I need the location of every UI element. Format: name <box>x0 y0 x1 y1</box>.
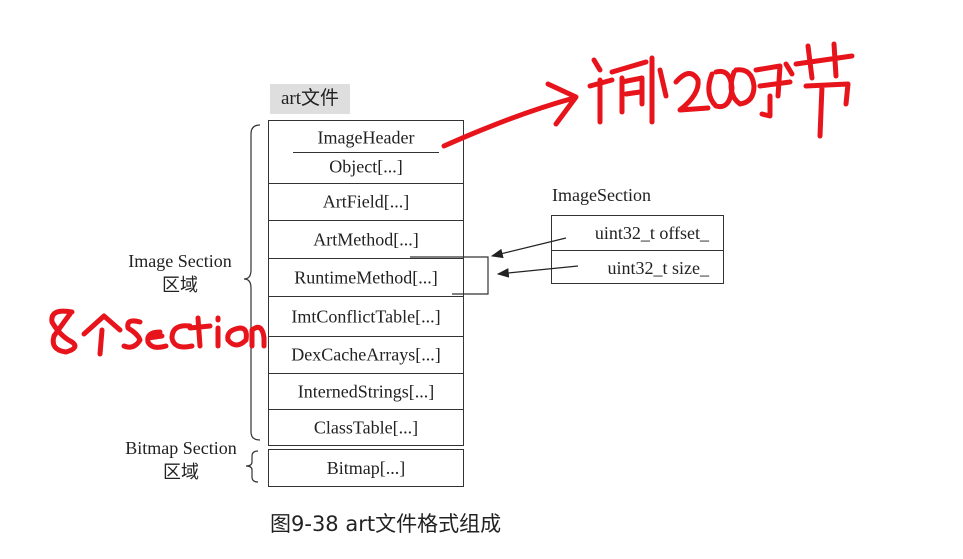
red-annotation-arrow <box>441 81 579 149</box>
row-bitmap: Bitmap[...] <box>268 449 464 487</box>
handwriting-8-sections <box>49 308 267 357</box>
row-dex-cache-arrays: DexCacheArrays[...] <box>269 336 463 373</box>
field-size: uint32_t size_ <box>607 258 710 278</box>
row-runtime-method: RuntimeMethod[...] <box>269 258 463 296</box>
row-image-header: ImageHeader <box>317 127 415 148</box>
art-file-box: ImageHeader Object[...] ArtField[...] Ar… <box>268 120 464 446</box>
runtime-method-bracket <box>410 256 489 295</box>
row-object: Object[...] <box>329 156 403 177</box>
handwriting-first-200-bytes <box>587 41 855 139</box>
image-section-brace <box>243 124 261 441</box>
art-file-label: art文件 <box>270 84 350 114</box>
row-art-field: ArtField[...] <box>269 183 463 220</box>
header-divider <box>293 152 439 153</box>
image-section-label: Image Section 区域 <box>128 251 232 295</box>
image-section-struct-box: uint32_t offset_ uint32_t size_ <box>551 215 724 284</box>
figure-caption: 图9-38 art文件格式组成 <box>270 512 502 536</box>
field-offset: uint32_t offset_ <box>594 223 709 243</box>
bitmap-section-brace <box>245 450 259 483</box>
offset-arrow <box>490 237 567 259</box>
row-art-method: ArtMethod[...] <box>269 220 463 258</box>
row-class-table: ClassTable[...] <box>269 409 463 446</box>
image-section-struct-title: ImageSection <box>552 185 651 205</box>
bitmap-section-label: Bitmap Section 区域 <box>125 438 237 482</box>
row-interned-strings: InternedStrings[...] <box>269 373 463 409</box>
size-arrow <box>496 265 579 278</box>
row-imt-conflict-table: ImtConflictTable[...] <box>269 296 463 336</box>
